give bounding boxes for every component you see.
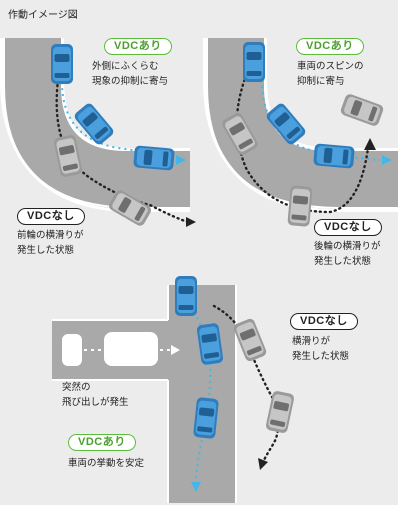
direction-arrow	[176, 155, 186, 165]
diagram-title: 作動イメージ図	[8, 10, 78, 21]
vdc-on-badge: VDCあり	[68, 434, 136, 451]
vdc-off-caption: 後輪の横滑りが 発生した状態	[314, 241, 381, 267]
direction-arrow	[258, 458, 268, 470]
vdc-off-badge: VDCなし	[290, 313, 358, 330]
direction-arrow	[364, 138, 376, 150]
vdc-off-badge: VDCなし	[314, 219, 382, 236]
vdc-on-caption: 車両のスピンの 抑制に寄与	[297, 61, 364, 87]
vdc-on-badge: VDCあり	[296, 38, 364, 55]
vdc-on-caption: 車両の挙動を安定	[68, 458, 145, 469]
vdc-on-badge: VDCあり	[104, 38, 172, 55]
panel-top-right-paths	[235, 64, 392, 214]
vdc-off-caption: 前輪の横滑りが 発生した状態	[17, 230, 84, 256]
sudden-crossing-caption: 突然の 飛び出しが発生	[62, 382, 129, 408]
panel-bottom-crossing-car	[62, 332, 180, 366]
vdc-off-badge: VDCなし	[17, 208, 85, 225]
direction-arrow	[171, 345, 180, 355]
vdc-on-caption: 外側にふくらむ 現象の抑制に寄与	[92, 61, 169, 87]
direction-arrow	[191, 482, 201, 492]
direction-arrow	[382, 155, 392, 165]
panel-top-left-paths	[55, 78, 196, 227]
direction-arrow	[186, 217, 196, 227]
vdc-off-caption: 横滑りが 発生した状態	[292, 336, 350, 362]
